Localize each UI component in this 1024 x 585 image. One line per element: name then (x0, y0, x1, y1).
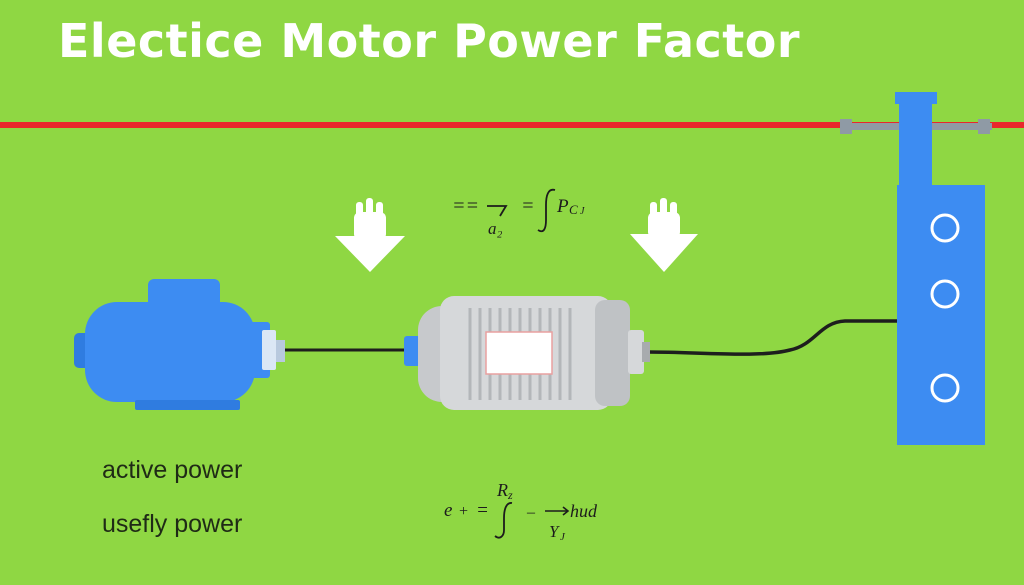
formula-top-fraction-bar (487, 205, 508, 217)
formula-bottom-lhs: e (444, 500, 452, 521)
formula-top-integrand: P (556, 196, 569, 217)
formula-top-integral (537, 188, 556, 233)
control-panel (895, 92, 985, 445)
down-arrow-left (335, 198, 405, 272)
formula-top: == a₂ = P C J (452, 188, 585, 238)
formula-bottom-integral (494, 502, 513, 539)
panel-indicator-2 (930, 279, 960, 309)
formula-bottom-equals: = (476, 500, 489, 521)
formula-top-equals: = (521, 195, 535, 217)
formula-bottom-minus: – (526, 504, 536, 521)
formula-top-subscript: C (569, 202, 578, 217)
wire-motor-to-panel (647, 319, 897, 356)
motor-nameplate (485, 331, 553, 375)
formula-bottom-lower: Y (549, 522, 560, 541)
formula-bottom-plus: + (458, 503, 469, 520)
gray-motor (404, 296, 650, 410)
formula-bottom-upper-sub: z (507, 488, 513, 502)
formula-bottom-arrow (545, 506, 570, 516)
formula-bottom-upper: R (496, 480, 508, 500)
formula-top-denominator: a₂ (488, 219, 503, 238)
panel-indicator-1 (930, 213, 960, 243)
label-useful-power: usefly power (102, 510, 243, 538)
panel-indicator-3 (930, 373, 960, 403)
label-active-power: active power (102, 456, 243, 484)
diagram-title: Electice Motor Power Factor (58, 14, 801, 68)
down-arrow-right (630, 198, 698, 272)
power-line (0, 122, 1024, 128)
formula-top-subscript-2: J (580, 206, 585, 217)
blue-motor (74, 279, 285, 410)
formula-bottom: e + = R z – Y J hud (444, 480, 598, 543)
formula-top-lhs: == (452, 195, 479, 217)
formula-bottom-result: hud (570, 501, 598, 521)
formula-bottom-lower-sub: J (560, 531, 566, 543)
